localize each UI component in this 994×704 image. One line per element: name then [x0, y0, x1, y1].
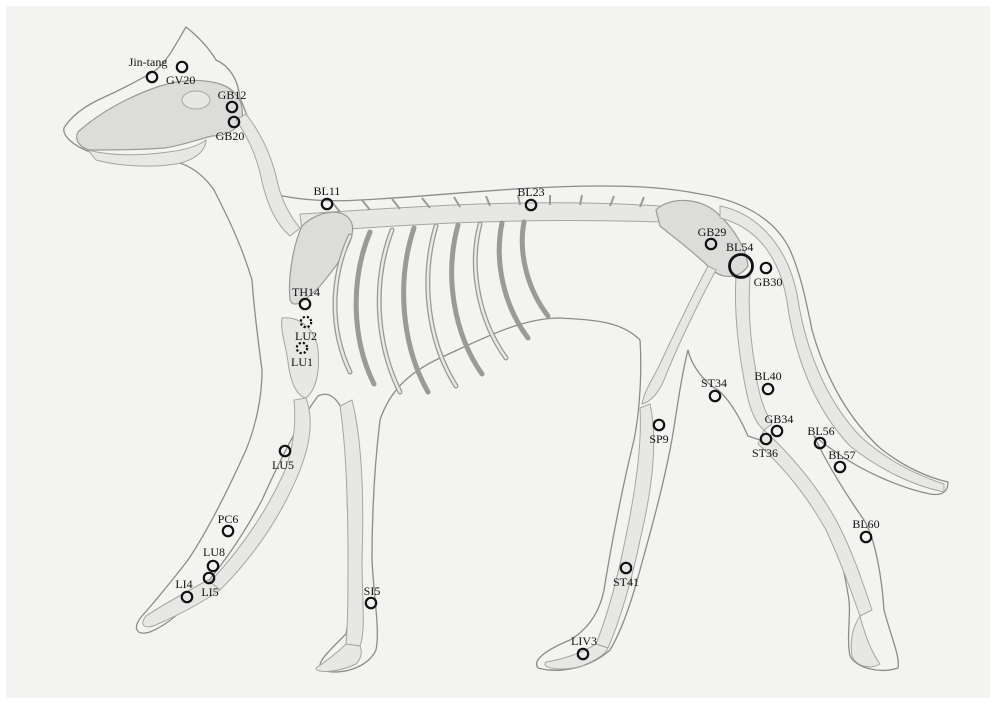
point-label-sp9: SP9 — [649, 432, 668, 446]
cervical-spine — [236, 114, 300, 236]
point-label-bl40: BL40 — [754, 369, 781, 383]
point-label-liv3: LIV3 — [571, 634, 597, 648]
point-marker-bl60 — [861, 532, 871, 542]
right-femur — [735, 276, 772, 430]
point-label-gv20: GV20 — [166, 73, 195, 87]
point-gb34: GB34 — [765, 412, 794, 436]
eye-orbit — [182, 91, 210, 109]
point-bl57: BL57 — [828, 448, 855, 472]
point-gv20: GV20 — [166, 62, 195, 87]
point-label-lu8: LU8 — [203, 545, 225, 559]
right-hindpaw — [851, 616, 880, 667]
point-bl56: BL56 — [807, 424, 834, 448]
point-label-si5: SI5 — [364, 584, 381, 598]
point-label-bl11: BL11 — [314, 184, 341, 198]
point-marker-lu8 — [208, 561, 218, 571]
point-st34: ST34 — [701, 376, 727, 401]
point-label-gb29: GB29 — [698, 225, 727, 239]
point-label-st36: ST36 — [752, 446, 778, 460]
point-lu8: LU8 — [203, 545, 225, 571]
point-marker-sp9 — [654, 420, 664, 430]
point-label-li5: LI5 — [201, 585, 218, 599]
point-label-li4: LI4 — [175, 577, 192, 591]
point-label-bl56: BL56 — [807, 424, 834, 438]
point-th14: TH14 — [292, 285, 320, 309]
point-label-bl54: BL54 — [726, 240, 753, 254]
point-marker-gb30 — [761, 263, 771, 273]
point-label-jin-tang: Jin-tang — [129, 55, 168, 69]
point-label-th14: TH14 — [292, 285, 320, 299]
point-marker-gv20 — [177, 62, 187, 72]
left-tibia — [596, 404, 654, 648]
point-label-lu1: LU1 — [291, 355, 313, 369]
point-marker-th14 — [300, 299, 310, 309]
point-jin-tang: Jin-tang — [129, 55, 168, 82]
point-pc6: PC6 — [218, 512, 239, 536]
point-label-gb34: GB34 — [765, 412, 794, 426]
point-marker-pc6 — [223, 526, 233, 536]
point-bl60: BL60 — [852, 517, 879, 542]
point-marker-si5 — [366, 598, 376, 608]
point-label-gb30: GB30 — [754, 275, 783, 289]
point-marker-jin-tang — [147, 72, 157, 82]
rib-cage — [335, 222, 548, 392]
point-si5: SI5 — [364, 584, 381, 608]
point-marker-bl57 — [835, 462, 845, 472]
point-label-gb20: GB20 — [216, 129, 245, 143]
point-marker-bl40 — [763, 384, 773, 394]
point-label-lu2: LU2 — [295, 329, 317, 343]
point-label-bl23: BL23 — [517, 185, 544, 199]
point-lu5: LU5 — [272, 446, 294, 472]
point-label-bl57: BL57 — [828, 448, 855, 462]
point-bl11: BL11 — [314, 184, 341, 209]
point-label-gb12: GB12 — [218, 88, 247, 102]
point-label-pc6: PC6 — [218, 512, 239, 526]
point-label-st41: ST41 — [613, 575, 639, 589]
point-label-lu5: LU5 — [272, 458, 294, 472]
point-marker-st34 — [710, 391, 720, 401]
point-label-st34: ST34 — [701, 376, 727, 390]
point-label-bl60: BL60 — [852, 517, 879, 531]
point-marker-gb34 — [772, 426, 782, 436]
right-radius — [340, 400, 363, 646]
